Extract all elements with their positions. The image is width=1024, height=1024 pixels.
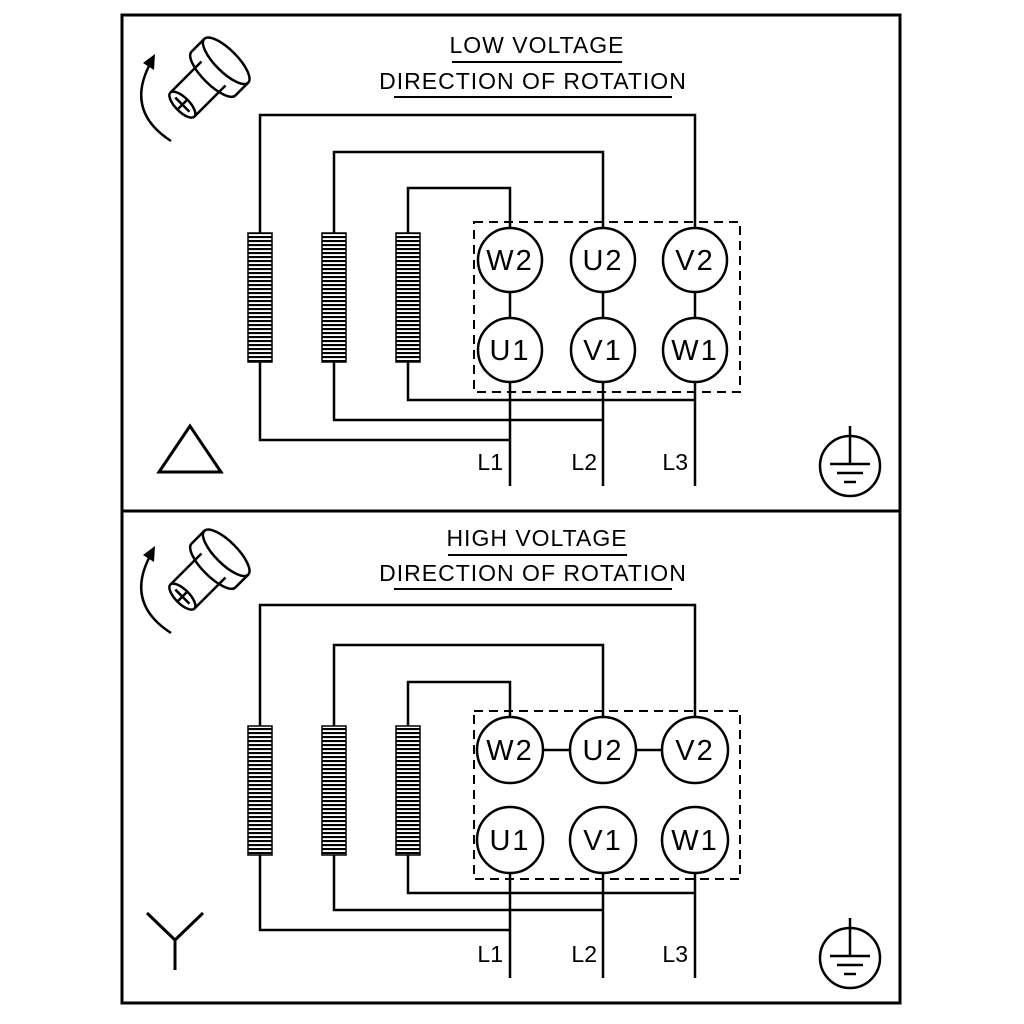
wire-coil2-bottom <box>332 362 603 422</box>
terminal-label: W1 <box>671 335 719 367</box>
terminal-label: U2 <box>582 735 623 767</box>
wiring <box>258 113 697 486</box>
terminal-label: W2 <box>486 735 534 767</box>
stator-coils <box>247 725 421 856</box>
coil-1 <box>247 232 273 363</box>
lead-label-l3: L3 <box>662 449 688 475</box>
coil-2 <box>321 232 347 363</box>
lead-label-l1: L1 <box>477 941 503 967</box>
panel-subtitle: DIRECTION OF ROTATION <box>379 560 687 586</box>
terminal-label: W2 <box>486 245 534 277</box>
terminals: W2 U2 V2 U1 V1 W1 <box>475 715 730 875</box>
lead-label-l2: L2 <box>571 449 597 475</box>
wire-coil3-bottom <box>406 855 695 895</box>
star-connection-icon <box>145 911 205 970</box>
terminal-box <box>473 221 741 393</box>
coil-3 <box>395 725 421 856</box>
wire-coil3-top <box>406 680 512 726</box>
terminal-u2: U2 <box>568 715 638 785</box>
rotation-direction-icon <box>139 29 258 143</box>
panel-title: LOW VOLTAGE <box>449 32 624 58</box>
lead-label-l3: L3 <box>662 941 688 967</box>
wire-coil1-top <box>258 603 697 726</box>
earth-ground-icon <box>818 424 882 498</box>
terminal-w2: W2 <box>475 715 545 785</box>
delta-connection-icon <box>156 423 224 474</box>
wire-coil1-bottom <box>258 855 510 932</box>
terminal-v2: V2 <box>661 226 729 294</box>
terminal-box <box>473 710 741 880</box>
terminal-label: V1 <box>583 335 622 367</box>
terminal-label: U1 <box>489 825 530 857</box>
stator-coils <box>247 232 421 363</box>
lead-label-l2: L2 <box>571 941 597 967</box>
terminal-label: V1 <box>583 825 622 857</box>
coil-2 <box>321 725 347 856</box>
wire-coil2-bottom <box>332 855 603 912</box>
panel-title: HIGH VOLTAGE <box>446 525 627 551</box>
wire-coil3-top <box>406 186 512 233</box>
terminal-label: U1 <box>489 335 530 367</box>
terminal-label: U2 <box>582 245 623 277</box>
terminal-u2: U2 <box>569 226 637 294</box>
terminal-v1: V1 <box>569 316 637 384</box>
wire-coil1-bottom <box>258 362 510 442</box>
wiring <box>258 603 697 978</box>
wire-coil2-top <box>332 643 605 726</box>
terminal-v1: V1 <box>568 805 638 875</box>
terminal-w1: W1 <box>661 316 729 384</box>
coil-3 <box>395 232 421 363</box>
terminal-label: V2 <box>675 245 714 277</box>
wire-coil3-bottom <box>406 362 695 402</box>
terminal-label: W1 <box>671 825 719 857</box>
terminal-v2: V2 <box>660 715 730 785</box>
wire-coil1-top <box>258 113 697 233</box>
panel-subtitle: DIRECTION OF ROTATION <box>379 68 687 94</box>
terminal-w1: W1 <box>660 805 730 875</box>
terminal-w2: W2 <box>476 226 544 294</box>
coil-1 <box>247 725 273 856</box>
panel-high-voltage: HIGH VOLTAGE DIRECTION OF ROTATION <box>139 521 882 990</box>
rotation-direction-icon <box>139 521 258 635</box>
terminals: W2 U2 V2 U1 V1 W1 <box>476 226 729 384</box>
panel-low-voltage: LOW VOLTAGE DIRECTION OF ROTATION <box>139 29 882 498</box>
terminal-u1: U1 <box>475 805 545 875</box>
terminal-label: V2 <box>675 735 714 767</box>
terminal-u1: U1 <box>476 316 544 384</box>
outer-border <box>120 13 902 1005</box>
earth-ground-icon <box>818 916 882 990</box>
lead-label-l1: L1 <box>477 449 503 475</box>
wire-coil2-top <box>332 150 605 233</box>
